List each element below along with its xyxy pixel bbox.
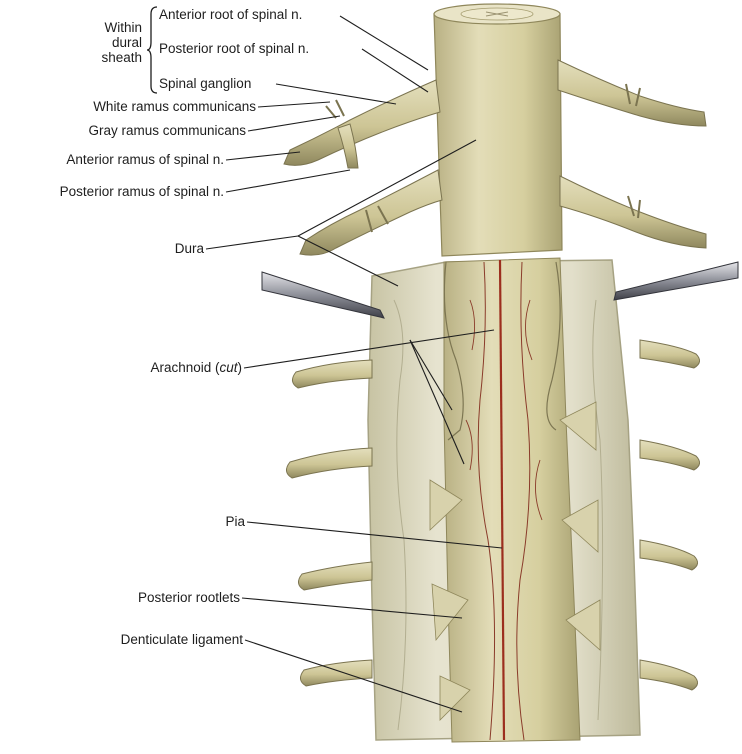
brace-icon (146, 6, 158, 94)
header-line-3: sheath (101, 50, 142, 65)
upper-spinal-nerves (283, 59, 707, 256)
leader-lines (205, 15, 503, 713)
label-dura: Dura (174, 241, 204, 256)
arachnoid-text: Arachnoid (150, 360, 212, 375)
label-posterior-ramus: Posterior ramus of spinal n. (59, 184, 224, 199)
dural-sheath-brace (146, 6, 158, 97)
header-line-1: Within (104, 20, 142, 35)
lower-spinal-nerves (286, 339, 700, 691)
label-arachnoid: Arachnoid (cut) (150, 360, 242, 375)
label-white-ramus: White ramus communicans (93, 99, 256, 114)
header-line-2: dural (111, 35, 142, 50)
within-dural-sheath-label: Within dural sheath (80, 20, 142, 65)
spinal-cord-lower (443, 257, 581, 743)
label-denticulate-ligament: Denticulate ligament (120, 632, 243, 647)
label-gray-ramus: Gray ramus communicans (88, 123, 246, 138)
label-posterior-root: Posterior root of spinal n. (159, 41, 310, 56)
label-anterior-root: Anterior root of spinal n. (159, 7, 303, 22)
label-posterior-rootlets: Posterior rootlets (137, 590, 240, 605)
forceps (261, 261, 739, 319)
label-anterior-ramus: Anterior ramus of spinal n. (66, 152, 224, 167)
label-pia: Pia (225, 514, 245, 529)
posterior-rootlets-fans (429, 401, 601, 721)
spinal-cord-upper (433, 3, 563, 257)
arachnoid-cut-note: cut (219, 360, 238, 375)
label-spinal-ganglion: Spinal ganglion (159, 76, 252, 91)
